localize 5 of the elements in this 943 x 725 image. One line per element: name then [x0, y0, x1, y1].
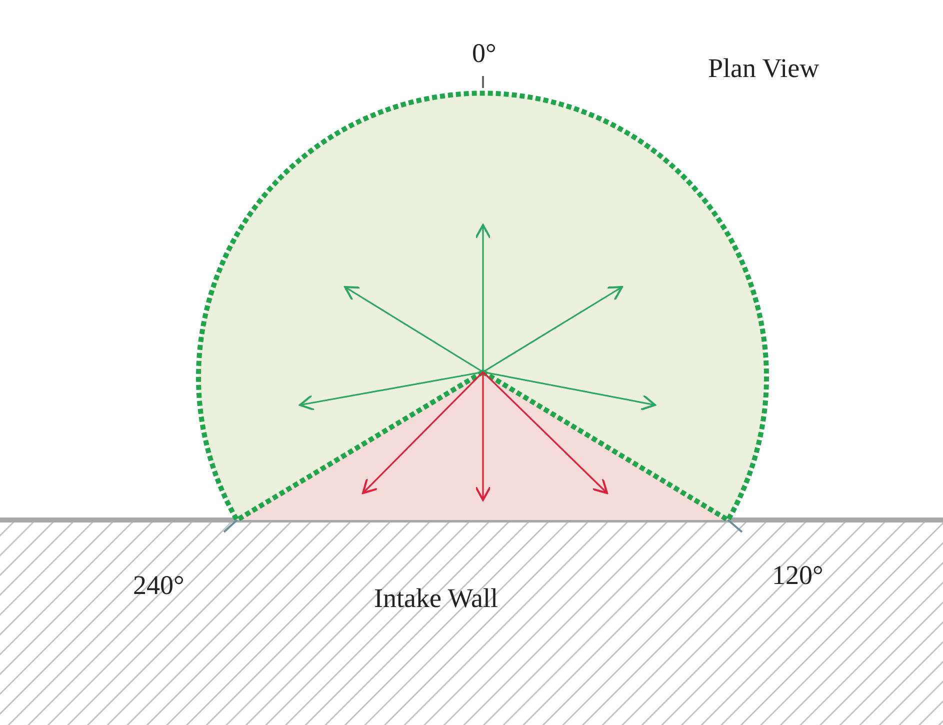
angle-label: 0°	[472, 40, 496, 67]
wall-label: Intake Wall	[374, 585, 498, 612]
angle-label: 240°	[133, 572, 184, 599]
view-title: Plan View	[708, 55, 820, 82]
angle-label: 120°	[772, 562, 824, 589]
